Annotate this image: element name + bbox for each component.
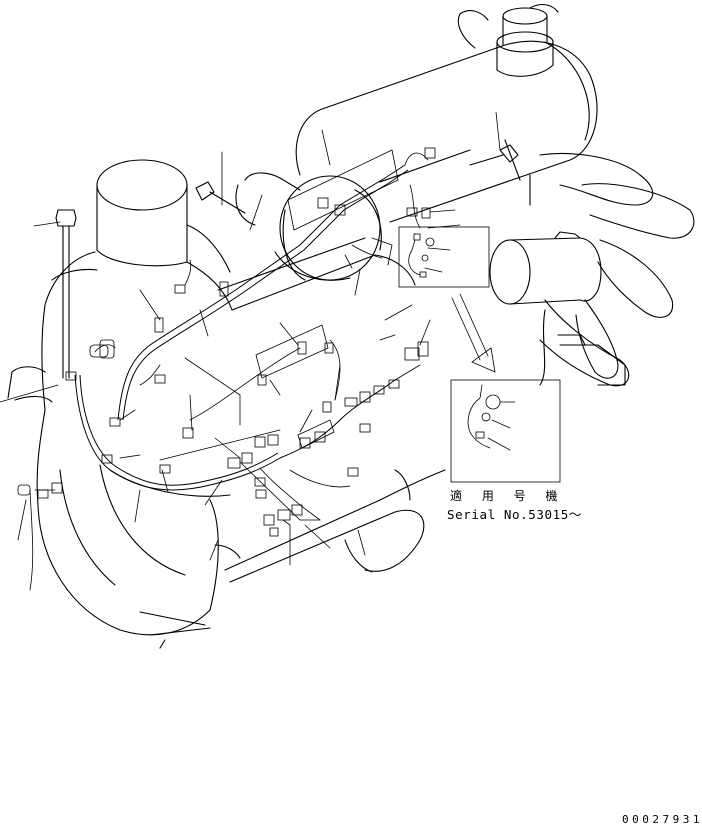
cooling-fan <box>457 3 695 387</box>
muffler <box>295 40 598 223</box>
drawing-code: 00027931 <box>622 813 702 825</box>
engine-block <box>7 237 446 649</box>
alternator <box>489 231 626 386</box>
leader-lines <box>0 111 501 566</box>
detail-callout-upper <box>255 149 490 449</box>
exhaust-stack <box>496 7 554 77</box>
air-cleaner <box>96 159 233 311</box>
serial-number-label: Serial No.53015～ <box>447 507 582 522</box>
detail-arrow <box>451 293 496 373</box>
bolts <box>55 144 519 379</box>
connectors-and-clamps <box>17 147 436 537</box>
applicability-label: 適 用 号 機 <box>450 488 565 503</box>
wiring-harness <box>29 152 429 591</box>
detail-callout-lower <box>450 379 561 483</box>
blower-housing <box>235 172 382 281</box>
